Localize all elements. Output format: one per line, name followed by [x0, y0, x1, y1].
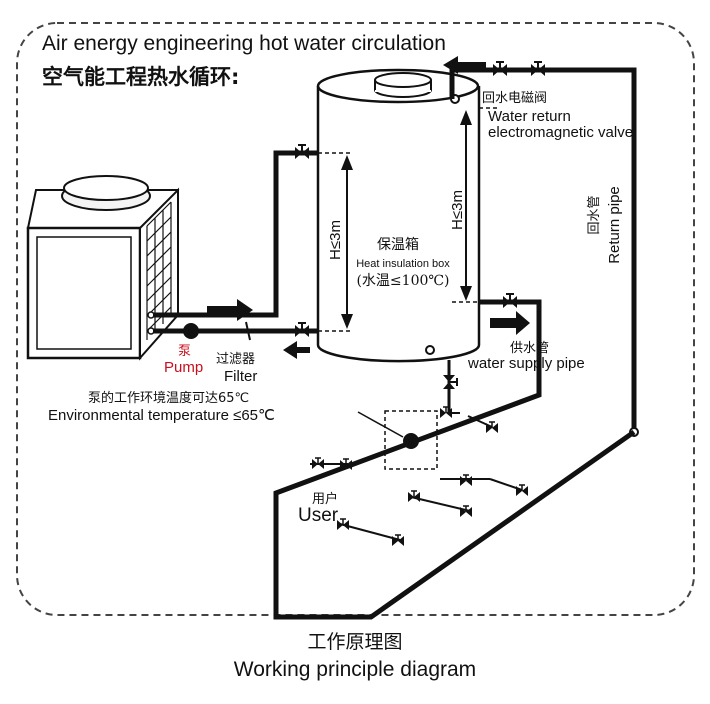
env-temp-label-en: Environmental temperature ≤65℃ [48, 407, 275, 424]
diagram-frame [16, 22, 695, 616]
tank-label-cn: 保温箱 [377, 237, 419, 253]
circulation-pump-box [384, 410, 438, 470]
height-limit-right: H≤3m [449, 190, 466, 230]
pump-label-cn: 泵 [178, 344, 191, 359]
diagram-title: Air energy engineering hot water circula… [42, 32, 446, 55]
footer-title-en: Working principle diagram [234, 658, 476, 681]
user-label-en: User [298, 505, 339, 526]
supply-pipe-label-en: water supply pipe [467, 355, 585, 372]
pump-inlet-pipe: P [153, 321, 318, 359]
heat-pump-outlet-pipe [153, 144, 318, 321]
filter-label-cn: 过滤器 [216, 352, 255, 367]
pump-icon-label: P [187, 326, 194, 338]
circulation-pump-icon [403, 433, 419, 449]
supply-valve-icon [502, 293, 518, 309]
filter-icon [245, 321, 251, 341]
return-flow-arrow-icon [443, 56, 486, 74]
tank-outlet-valve-icon [294, 322, 310, 338]
supply-flow-arrow-icon [490, 311, 530, 335]
pump-label-en: Pump [164, 359, 203, 376]
circulation-pump-icon-label: P [407, 436, 414, 448]
tank-inlet-valve-icon [294, 144, 310, 160]
filter-label-en: Filter [224, 368, 257, 385]
height-dimension-right [452, 107, 500, 303]
return-pipe-label-cn: 回水管 [587, 195, 602, 234]
env-temp-label-cn: 泵的工作环境温度可达65℃ [88, 390, 249, 406]
env-callout-line [357, 411, 404, 438]
supply-pipe [273, 293, 636, 620]
return-check-valve-icon [530, 61, 546, 77]
solenoid-valve-label-en-2: electromagnetic valve [488, 124, 633, 141]
return-pipe-label-en: Return pipe [606, 186, 623, 264]
solenoid-valve-icon [492, 61, 508, 77]
solenoid-valve-label-en-1: Water return [488, 108, 571, 125]
footer-title-cn: 工作原理图 [307, 631, 402, 653]
drain-valve-icon [442, 374, 458, 390]
diagram-title-cn: 空气能工程热水循环: [42, 65, 239, 89]
supply-pipe-label-cn: 供水管 [510, 341, 549, 356]
drain-valve-icon [425, 345, 435, 355]
tank-label-en: Heat insulation box [356, 258, 450, 270]
solenoid-valve-label-cn: 回水电磁阀 [482, 91, 547, 106]
user-taps [310, 406, 529, 547]
flow-arrow-icon [207, 299, 253, 321]
heat-insulation-tank [316, 68, 481, 363]
outflow-arrow-icon [283, 341, 310, 359]
tank-drain [442, 360, 458, 412]
height-dimension-left [318, 152, 353, 332]
user-label-cn: 用户 [312, 491, 338, 507]
pump-icon [183, 323, 199, 339]
tank-water-temp: (水温≤100℃) [356, 273, 449, 289]
height-limit-left: H≤3m [327, 220, 344, 260]
